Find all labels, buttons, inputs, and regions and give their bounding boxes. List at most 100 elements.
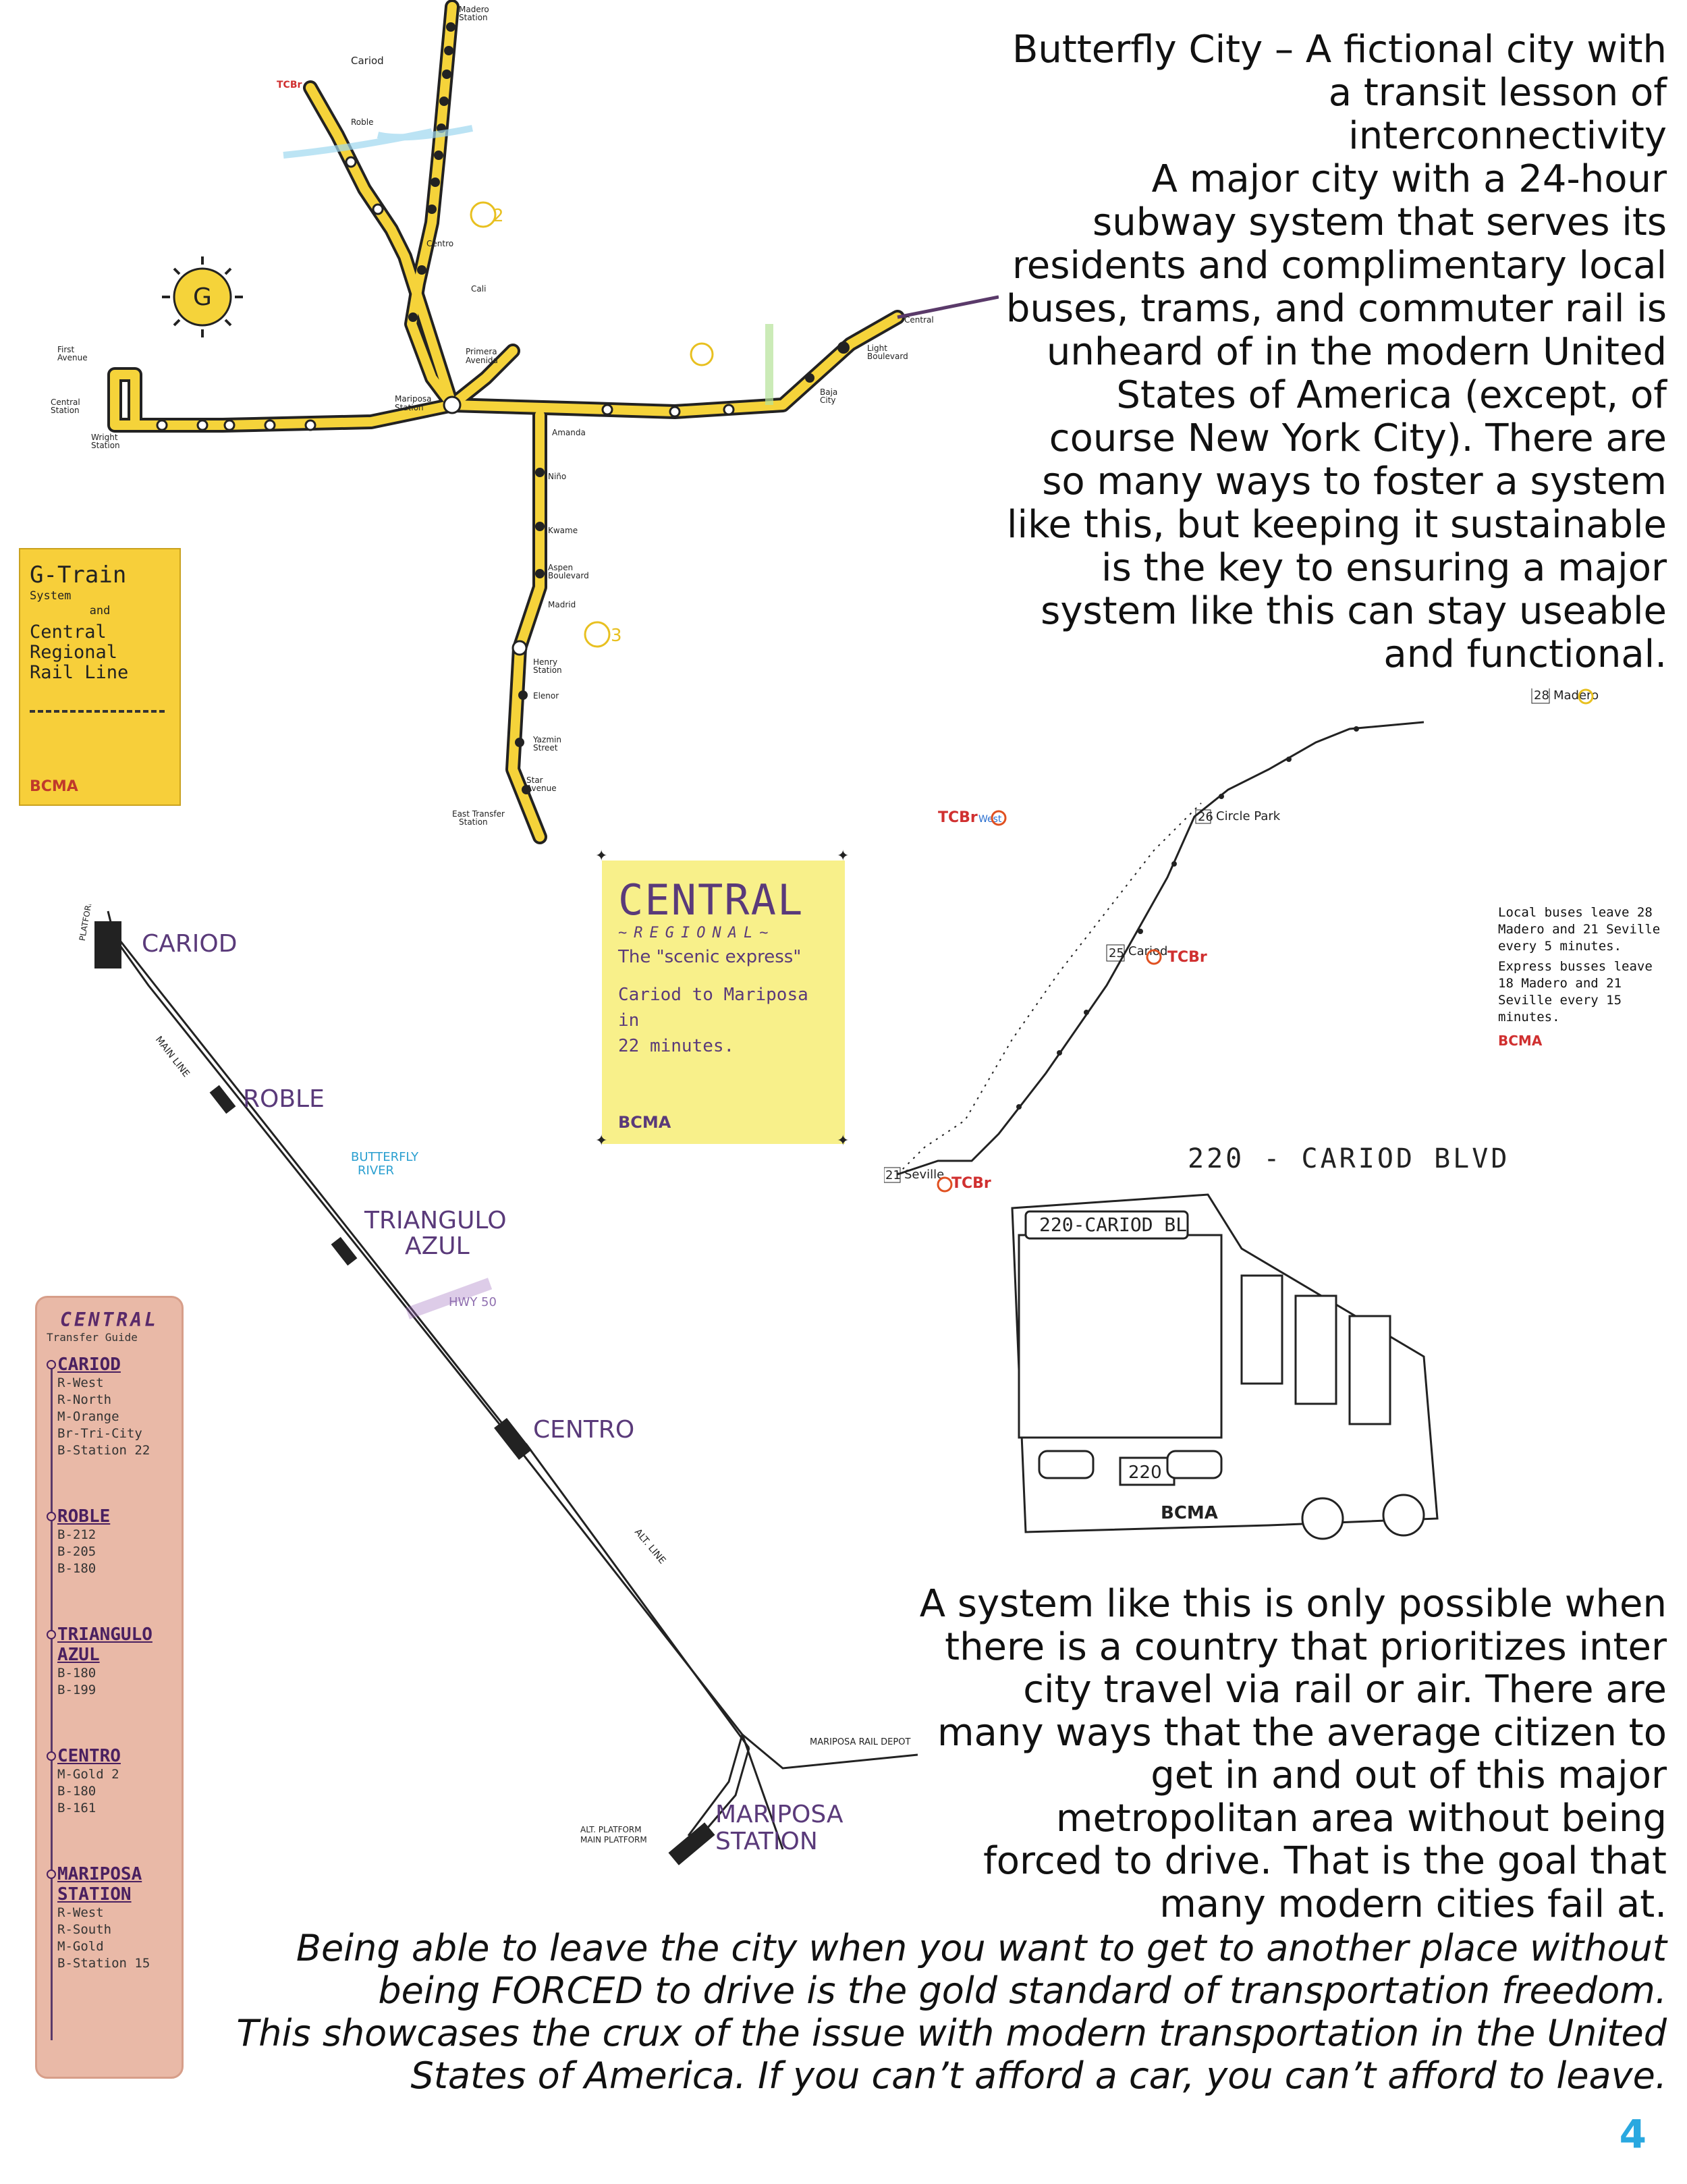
svg-text:Madero: Madero — [1553, 688, 1599, 703]
central-card-tagline: The "scenic express" — [618, 947, 802, 967]
svg-text:Centro: Centro — [426, 239, 453, 248]
svg-text:AZUL: AZUL — [405, 1232, 470, 1260]
svg-text:MARIPOSA RAIL DEPOT: MARIPOSA RAIL DEPOT — [810, 1737, 910, 1747]
svg-text:26: 26 — [1198, 810, 1213, 824]
svg-text:21: 21 — [885, 1168, 901, 1182]
bus-map-logo: BCMA — [1498, 1033, 1543, 1049]
svg-text:220 - CARIOD BLVD: 220 - CARIOD BLVD — [1188, 1143, 1510, 1174]
gtrain-card-line3: Central Regional Rail Line — [30, 622, 129, 683]
svg-text:Light: Light — [867, 344, 887, 353]
svg-text:TCBr: TCBr — [951, 1175, 991, 1192]
guide-station-name: TRIANGULO AZUL — [57, 1625, 153, 1665]
svg-text:Wright: Wright — [91, 433, 118, 442]
guide-station-line: R-West — [57, 1375, 104, 1390]
guide-station-line: B-180 — [57, 1561, 96, 1576]
svg-text:Mariposa: Mariposa — [395, 394, 432, 404]
svg-text:Station: Station — [533, 665, 562, 675]
central-card-subtitle: ~REGIONAL~ — [618, 925, 775, 941]
svg-text:220: 220 — [1128, 1463, 1162, 1483]
svg-text:TRIANGULO: TRIANGULO — [364, 1207, 507, 1234]
svg-text:Yazmin: Yazmin — [532, 735, 561, 744]
guide-station-line: B-Station 15 — [57, 1956, 150, 1971]
guide-station-line: M-Orange — [57, 1409, 119, 1424]
svg-text:Avenue: Avenue — [57, 353, 88, 362]
svg-text:25: 25 — [1109, 946, 1124, 960]
svg-text:MARIPOSA: MARIPOSA — [715, 1801, 844, 1828]
closing-italic: Being able to leave the city when you wa… — [236, 1927, 1667, 2097]
bcma-logo: BCMA — [618, 1113, 671, 1132]
guide-station-line: R-West — [57, 1905, 104, 1920]
svg-text:TCBr: TCBr — [277, 80, 302, 90]
svg-text:ALT. LINE: ALT. LINE — [632, 1527, 667, 1566]
svg-text:ROBLE: ROBLE — [243, 1085, 325, 1113]
guide-station-name: ROBLE — [57, 1506, 111, 1527]
svg-text:Street: Street — [533, 743, 558, 753]
intro-paragraph: A major city with a 24-hour subway syste… — [1005, 157, 1667, 676]
svg-text:Station: Station — [91, 441, 120, 450]
svg-text:Henry: Henry — [533, 657, 557, 667]
gtrain-card-line2: and — [89, 604, 111, 618]
svg-text:Station: Station — [51, 406, 80, 415]
central-regional-card: CENTRAL ~REGIONAL~ The "scenic express" … — [602, 861, 845, 1144]
guide-station-line: B-199 — [57, 1683, 96, 1697]
svg-text:STATION: STATION — [715, 1828, 818, 1855]
guide-subtitle: Transfer Guide — [47, 1331, 138, 1344]
guide-station-line: B-161 — [57, 1801, 96, 1816]
svg-text:MAIN PLATFORM: MAIN PLATFORM — [580, 1835, 647, 1845]
svg-text:Madero: Madero — [459, 5, 489, 14]
guide-station-line: Br-Tri-City — [57, 1426, 142, 1441]
svg-text:Aspen: Aspen — [548, 563, 573, 572]
page-number: 4 — [1619, 2111, 1647, 2157]
guide-station-line: B-Station 22 — [57, 1443, 150, 1458]
guide-station-line: B-212 — [57, 1527, 96, 1542]
intro-title: Butterfly City – A fictional city with a… — [1012, 28, 1667, 158]
guide-station-line: R-North — [57, 1392, 112, 1407]
pin-icon: ✦ — [837, 848, 850, 865]
svg-text:BUTTERFLY: BUTTERFLY — [351, 1150, 419, 1164]
guide-station-name: CARIOD — [57, 1355, 121, 1375]
bus-note-local: Local buses leave 28 Madero and 21 Sevil… — [1498, 905, 1661, 954]
svg-text:Boulevard: Boulevard — [867, 352, 908, 361]
bus-route-map: 26 Circle Park 25 Cariod 28 Madero 21 Se… — [884, 688, 1599, 1193]
gtrain-card-title: G-Train — [30, 562, 127, 589]
track-divider — [30, 710, 165, 713]
svg-text:Roble: Roble — [351, 117, 373, 127]
central-card-title: CENTRAL — [618, 875, 804, 925]
svg-text:Seville: Seville — [904, 1168, 944, 1182]
svg-text:MAIN LINE: MAIN LINE — [153, 1035, 192, 1080]
intro-text: Butterfly City – A fictional city with a… — [978, 28, 1667, 676]
svg-text:Star: Star — [526, 775, 543, 785]
svg-text:Boulevard: Boulevard — [548, 571, 589, 580]
g-logo-icon — [162, 256, 243, 337]
guide-station-line: B-180 — [57, 1784, 96, 1799]
bcma-logo: BCMA — [30, 778, 78, 795]
svg-text:Station: Station — [395, 403, 424, 412]
svg-text:First: First — [57, 345, 75, 354]
svg-text:Central: Central — [51, 398, 80, 407]
svg-text:Station: Station — [459, 817, 488, 827]
svg-text:2: 2 — [493, 206, 504, 226]
svg-text:East Transfer: East Transfer — [452, 809, 505, 819]
svg-text:HWY 50: HWY 50 — [449, 1295, 497, 1309]
guide-station-line: M-Gold — [57, 1939, 104, 1954]
pin-icon: ✦ — [837, 1132, 850, 1149]
bus-illustration: 220 - CARIOD BLVD 220-CARIOD BL 220 BCMA — [1011, 1143, 1510, 1540]
pin-icon: ✦ — [595, 1132, 608, 1149]
svg-text:Madrid: Madrid — [548, 600, 576, 609]
svg-text:220-CARIOD BL: 220-CARIOD BL — [1039, 1213, 1187, 1236]
guide-station-line: B-205 — [57, 1544, 96, 1559]
guide-title: CENTRAL — [59, 1309, 159, 1331]
guide-station-line: M-Gold 2 — [57, 1767, 119, 1782]
svg-text:BCMA: BCMA — [1161, 1503, 1218, 1523]
guide-line — [51, 1365, 53, 2040]
guide-station-line: B-180 — [57, 1666, 96, 1681]
svg-text:West: West — [978, 814, 1002, 825]
svg-text:Niño: Niño — [548, 472, 566, 481]
